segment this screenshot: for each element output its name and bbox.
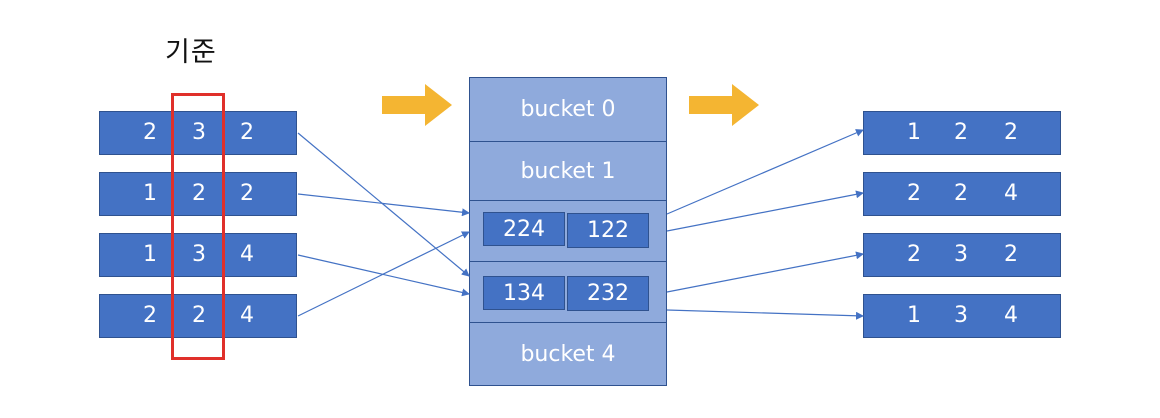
connector-line	[297, 132, 470, 277]
digit: 2	[240, 120, 254, 145]
digit: 1	[907, 303, 921, 328]
digit: 2	[1004, 242, 1018, 267]
digit: 3	[192, 242, 206, 267]
input-row: 1 3 4	[99, 233, 297, 277]
digit: 3	[954, 242, 968, 267]
bucket-4: bucket 4	[520, 341, 616, 367]
digit: 2	[143, 120, 157, 145]
digit: 2	[907, 242, 921, 267]
output-row: 1 3 4	[863, 294, 1061, 338]
digit: 2	[907, 181, 921, 206]
input-row: 2 2 4	[99, 294, 297, 338]
pivot-digit-highlight	[171, 93, 225, 360]
bucket-2	[470, 201, 666, 262]
digit: 2	[240, 181, 254, 206]
bucket-1: bucket 1	[470, 142, 666, 201]
connector-line	[297, 231, 470, 317]
digit: 1	[907, 120, 921, 145]
digit: 2	[192, 303, 206, 328]
digit: 1	[143, 181, 157, 206]
connector-line	[666, 190, 864, 232]
input-row: 2 3 2	[99, 111, 297, 155]
input-row: 1 2 2	[99, 172, 297, 216]
output-row: 2 3 2	[863, 233, 1061, 277]
digit: 4	[1004, 303, 1018, 328]
bucket-item: 232	[567, 276, 649, 311]
digit: 2	[192, 181, 206, 206]
digit: 2	[1004, 120, 1018, 145]
digit: 4	[240, 242, 254, 267]
right-arrow-icon	[382, 84, 452, 126]
bucket-3	[470, 262, 666, 323]
output-row: 1 2 2	[863, 111, 1061, 155]
right-arrow-icon	[689, 84, 759, 126]
digit: 2	[954, 181, 968, 206]
digit: 2	[954, 120, 968, 145]
bucket-item: 224	[483, 212, 565, 246]
bucket-item: 122	[567, 213, 649, 248]
digit: 4	[1004, 181, 1018, 206]
bucket-item: 134	[483, 276, 565, 310]
bucket-0: bucket 0	[470, 78, 666, 142]
digit: 3	[192, 120, 206, 145]
pivot-label: 기준	[165, 37, 217, 68]
digit: 4	[240, 303, 254, 328]
connector-line	[666, 129, 864, 215]
connector-line	[666, 309, 864, 320]
digit: 2	[143, 303, 157, 328]
connector-line	[297, 193, 470, 217]
digit: 3	[954, 303, 968, 328]
digit: 1	[143, 242, 157, 267]
connector-line	[666, 251, 864, 293]
output-row: 2 2 4	[863, 172, 1061, 216]
